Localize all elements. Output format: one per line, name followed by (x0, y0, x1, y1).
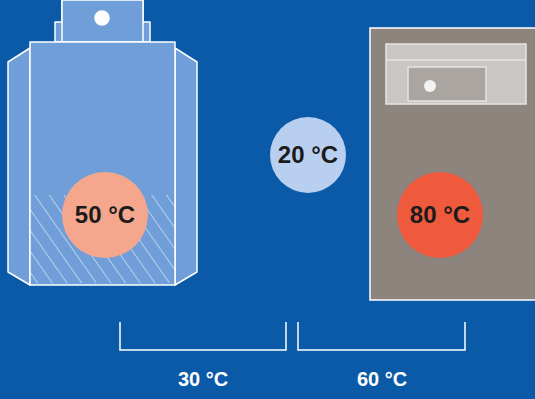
temperature-value: 80 °C (410, 201, 470, 229)
dimension-bracket (120, 322, 465, 350)
temperature-difference: 30 °C (178, 368, 228, 391)
oven (370, 28, 535, 300)
temperature-value: 50 °C (75, 201, 135, 229)
boiler (8, 0, 197, 285)
temperature-circle: 20 °C (270, 117, 346, 193)
temperature-circle: 50 °C (62, 172, 148, 258)
temperature-difference: 60 °C (357, 368, 407, 391)
temperature-circle: 80 °C (397, 172, 483, 258)
temperature-value: 20 °C (278, 141, 338, 169)
